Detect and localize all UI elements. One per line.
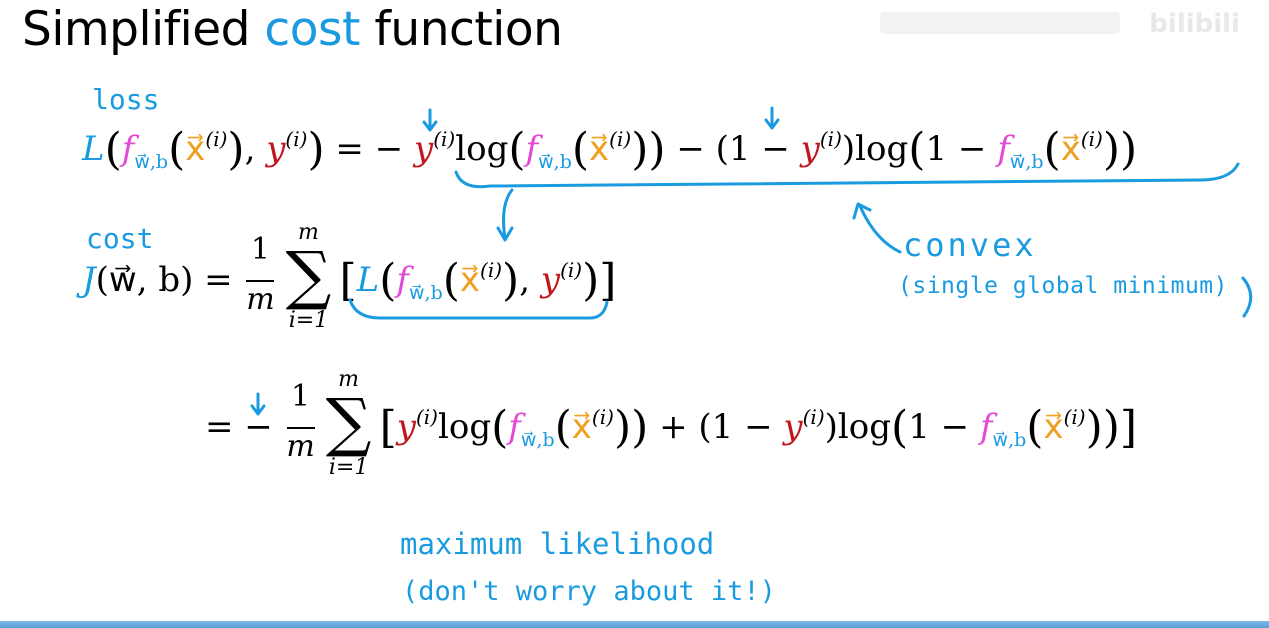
slide-bottom-bar	[0, 621, 1269, 628]
dont-worry-note: (don't worry about it!)	[402, 576, 776, 607]
title-accent-word: cost	[264, 2, 360, 57]
convex-note: (single global minimum)	[898, 273, 1228, 299]
cost-label: cost	[86, 222, 154, 255]
slide-title: Simplified cost function	[22, 2, 563, 57]
max-likelihood-label: maximum likelihood	[400, 527, 715, 561]
title-part-1: Simplified	[22, 2, 265, 57]
curved-arrow-icon	[502, 188, 514, 240]
loss-label: loss	[92, 83, 160, 116]
convex-label: convex	[903, 226, 1037, 264]
watermark-text: bilibili	[1149, 9, 1240, 39]
title-part-2: function	[359, 2, 563, 57]
loss-equation: L(fw⃗,b(x⃗(i)), y(i)) = − y(i)log(fw⃗,b(…	[82, 124, 1138, 175]
curved-arrow-icon	[858, 204, 902, 254]
watermark-logo: bilibili	[880, 9, 1240, 39]
